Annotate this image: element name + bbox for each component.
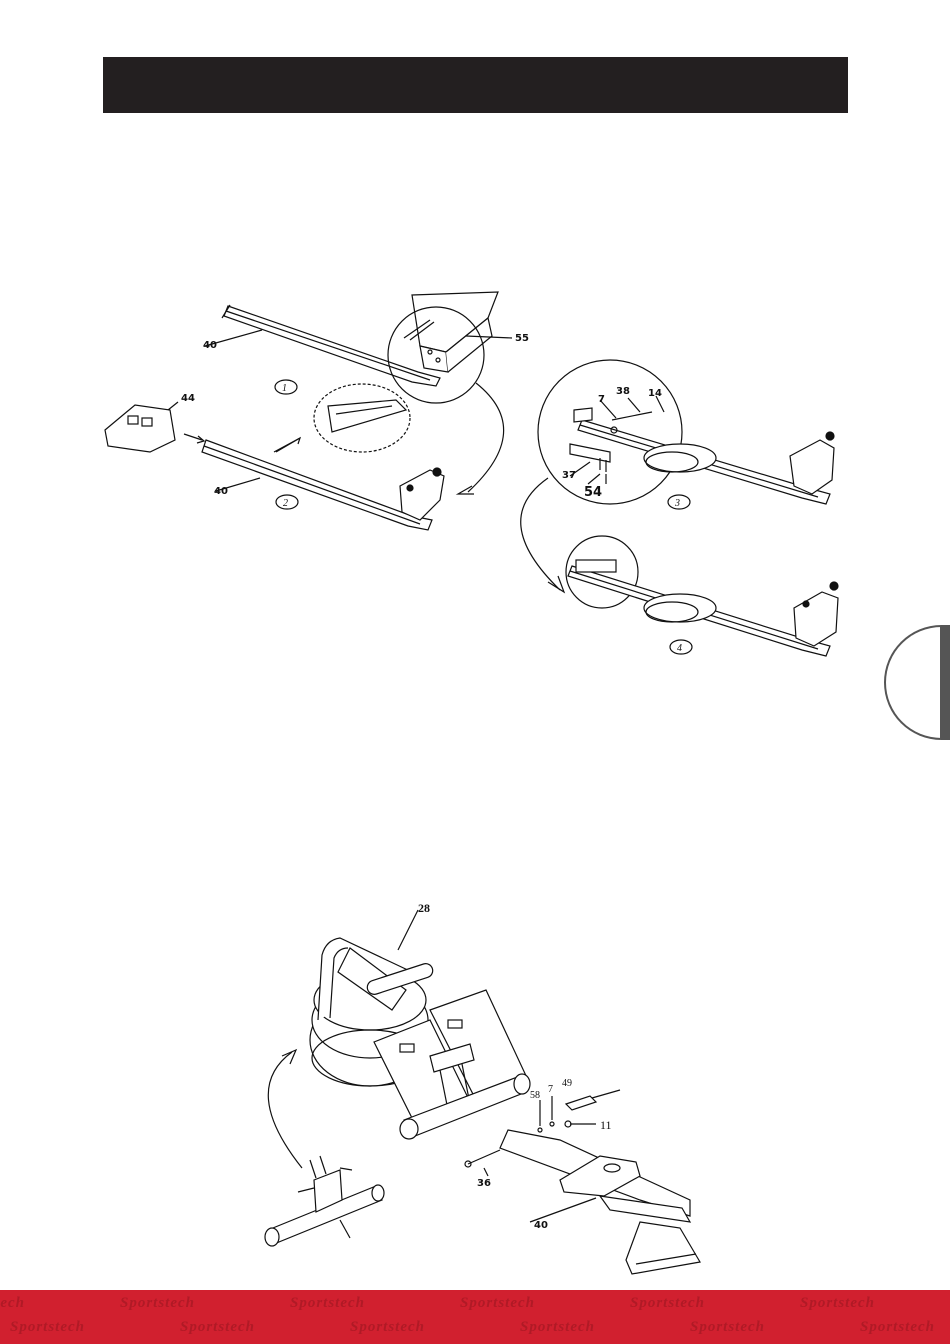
label-40-main: 40 xyxy=(534,1220,548,1231)
label-7-step3: 7 xyxy=(598,394,605,405)
footer-logo: Sportstech xyxy=(0,1295,120,1312)
label-7: 7 xyxy=(548,1084,553,1095)
footer-logo: Sportstech xyxy=(520,1319,690,1336)
footer-logo: Sportstech xyxy=(630,1295,800,1312)
footer-logo: Sportstech xyxy=(690,1319,860,1336)
step-number-3: 3 xyxy=(674,498,680,509)
step-number-4: 4 xyxy=(677,643,682,654)
label-49: 49 xyxy=(562,1078,572,1089)
foot-bracket-55 xyxy=(404,292,512,372)
label-36: 36 xyxy=(477,1178,491,1189)
label-44: 44 xyxy=(181,393,195,404)
flow-arrow-1 xyxy=(468,383,504,492)
label-58: 58 xyxy=(530,1090,540,1101)
footer-logo: Sportstech xyxy=(800,1295,950,1312)
label-40-step2: 40 xyxy=(214,486,228,497)
footer-logo: Sportstech xyxy=(290,1295,460,1312)
flow-arrow-3 xyxy=(268,1052,302,1168)
label-37: 37 xyxy=(562,470,576,481)
footer-logo: Sportstech xyxy=(860,1319,950,1336)
step-number-1: 1 xyxy=(282,383,287,394)
main-rail-40 xyxy=(500,1130,700,1274)
footer-logo: Sportstech xyxy=(180,1319,350,1336)
footer-logo-row-1: SportstechSportstechSportstechSportstech… xyxy=(0,1294,950,1312)
label-11: 11 xyxy=(600,1118,612,1132)
step-number-2: 2 xyxy=(283,498,288,509)
label-40-step1: 40 xyxy=(203,340,217,351)
label-54: 54 xyxy=(584,485,602,500)
label-14: 14 xyxy=(648,388,662,399)
part-44 xyxy=(105,402,178,452)
footer-logo: Sportstech xyxy=(10,1319,180,1336)
label-28: 28 xyxy=(418,901,430,915)
label-55: 55 xyxy=(515,333,529,344)
label-38: 38 xyxy=(616,386,630,397)
footer-brand-band: SportstechSportstechSportstechSportstech… xyxy=(0,1290,950,1344)
footer-logo: Sportstech xyxy=(120,1295,290,1312)
footer-logo: Sportstech xyxy=(460,1295,630,1312)
stabilizer-detail xyxy=(265,1156,384,1246)
footer-logo: Sportstech xyxy=(350,1319,520,1336)
flow-arrow-2 xyxy=(521,478,560,590)
